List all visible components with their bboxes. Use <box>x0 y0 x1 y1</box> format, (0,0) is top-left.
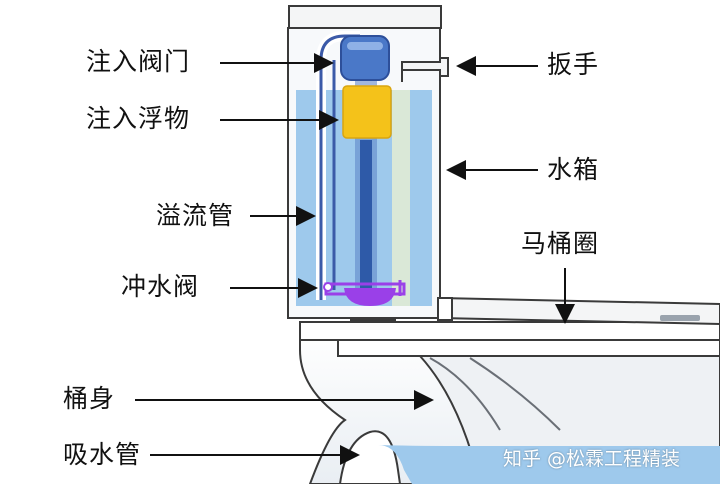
bowl-rim <box>299 321 720 341</box>
label-fill-valve: 注入阀门 <box>86 47 191 76</box>
label-tank: 水箱 <box>547 155 600 184</box>
label-seat: 马桶圈 <box>521 229 600 258</box>
label-float: 注入浮物 <box>86 104 191 133</box>
valve-rod-core <box>360 140 372 290</box>
seat-bumper <box>660 315 700 321</box>
label-handle: 扳手 <box>547 50 600 79</box>
fill-valve-shine <box>347 42 383 50</box>
label-flush-valve: 冲水阀 <box>121 272 200 301</box>
label-trapway: 吸水管 <box>63 440 142 469</box>
trapway-water <box>378 445 720 484</box>
tank-lid <box>288 5 442 29</box>
watermark: 知乎 @松霖工程精装 <box>503 448 681 470</box>
label-overflow-tube: 溢流管 <box>156 201 235 230</box>
water-highlight <box>392 90 410 306</box>
seat <box>337 339 720 357</box>
bowl-inner-curve-2 <box>469 357 561 431</box>
float <box>342 85 392 139</box>
handle <box>401 57 449 77</box>
label-bowl: 桶身 <box>63 384 116 413</box>
bowl-inner-curve <box>429 357 501 431</box>
hinge <box>437 297 453 321</box>
flapper <box>344 288 396 306</box>
flapper-hinge <box>323 282 333 292</box>
